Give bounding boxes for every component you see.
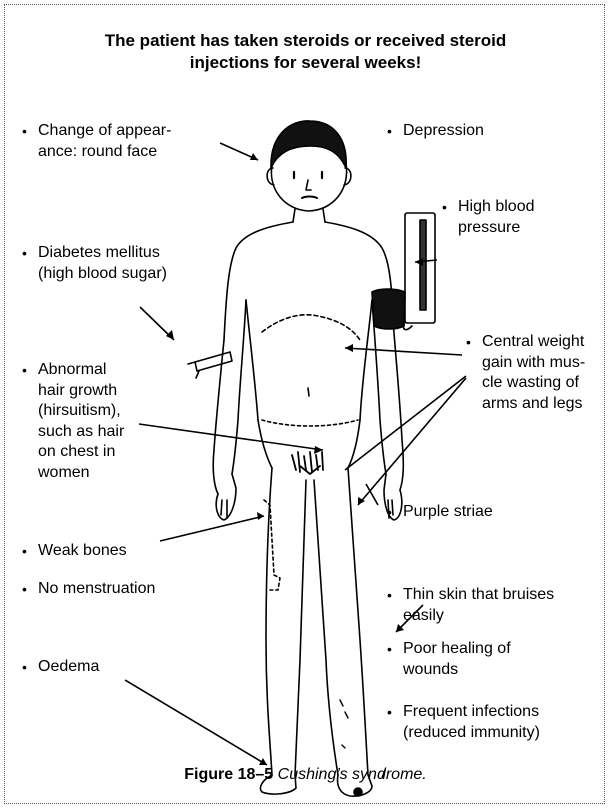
label-thin-skin: • Thin skin that bruises easily [403, 585, 554, 626]
blood-pressure-cuff-icon [372, 289, 405, 329]
label-weak-bones: • Weak bones [38, 541, 127, 562]
label-no-menstruation: • No menstruation [38, 579, 155, 600]
label-frequent-infections: • Frequent infections (reduced immunity) [403, 702, 540, 743]
label-high-blood-pressure: • High blood pressure [458, 197, 535, 238]
label-depression: • Depression [403, 121, 484, 142]
round-face-icon [271, 163, 346, 211]
label-diabetes-mellitus: • Diabetes mellitus (high blood sugar) [38, 243, 167, 284]
figure-caption: Figure 18–5 Cushing’s syndrome. [0, 766, 611, 784]
hair-icon [271, 121, 346, 168]
label-purple-striae: • Purple striae [403, 502, 493, 523]
label-poor-healing: • Poor healing of wounds [403, 639, 511, 680]
label-change-of-appearance: • Change of appear- ance: round face [38, 121, 171, 162]
syringe-icon [188, 352, 232, 378]
caption-text: Cushing’s syndrome. [278, 766, 427, 783]
caption-number: Figure 18–5 [184, 766, 273, 783]
label-central-weight-gain: • Central weight gain with mus- cle wast… [482, 332, 585, 414]
label-abnormal-hair-growth: • Abnormal hair growth (hirsuitism), suc… [38, 360, 124, 483]
label-oedema: • Oedema [38, 657, 99, 678]
